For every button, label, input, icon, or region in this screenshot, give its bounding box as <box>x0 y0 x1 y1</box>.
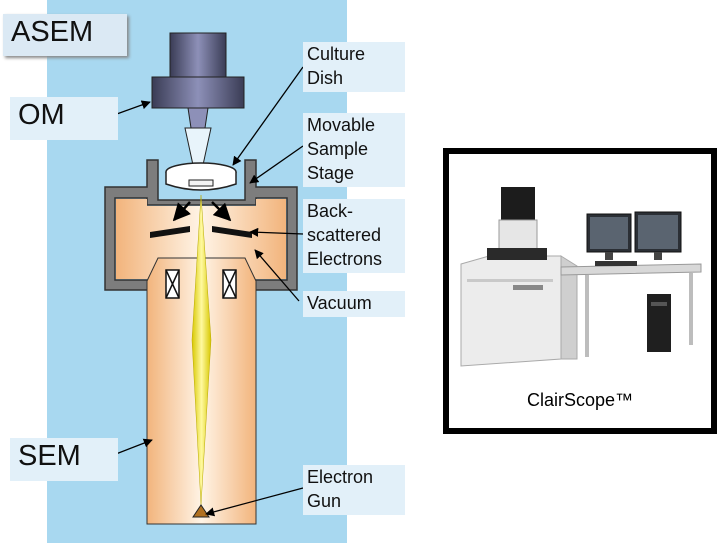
clairscope-instrument-illustration <box>460 187 702 367</box>
label-backscattered-electrons: Back- scattered Electrons <box>303 199 405 273</box>
optical-microscope <box>151 32 245 166</box>
label-culture-dish: Culture Dish <box>303 42 405 92</box>
label-vacuum: Vacuum <box>303 291 405 317</box>
label-electron-gun: Electron Gun <box>303 465 405 515</box>
clairscope-photo-frame: ClairScope™ <box>443 148 717 434</box>
lens-coils <box>165 269 237 299</box>
electron-detector-plates <box>150 226 252 238</box>
label-om: OM <box>10 97 118 140</box>
electron-gun <box>192 504 210 518</box>
backscatter-arrows <box>172 201 232 222</box>
culture-dish <box>165 162 237 191</box>
label-movable-sample-stage: Movable Sample Stage <box>303 113 405 187</box>
diagram-title: ASEM <box>3 14 127 56</box>
label-sem: SEM <box>10 438 118 481</box>
photo-caption: ClairScope™ <box>526 390 634 410</box>
